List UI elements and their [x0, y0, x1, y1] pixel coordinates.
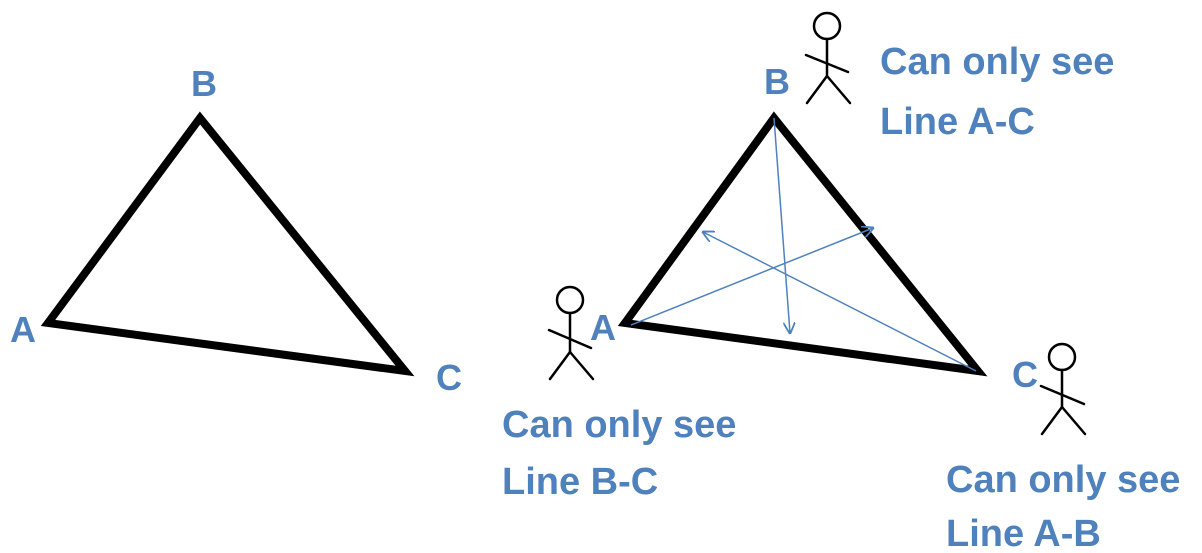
- observer-a: Can only see Line B-C: [502, 285, 736, 503]
- right-vertex-label-b: B: [764, 61, 790, 102]
- left-vertex-label-a: A: [10, 309, 36, 350]
- stick-figure-icon: [1039, 342, 1087, 436]
- sight-arrow-from-c: [703, 232, 977, 372]
- observer-b: Can only see Line A-C: [804, 11, 1114, 143]
- sight-arrow-from-b: [773, 117, 790, 333]
- observer-a-caption-line1: Can only see: [502, 404, 736, 446]
- observer-c-caption-line1: Can only see: [946, 459, 1180, 501]
- observer-a-caption-line2: Line B-C: [502, 461, 658, 503]
- observer-b-caption-line1: Can only see: [880, 41, 1114, 83]
- right-triangle-group: B A C: [590, 61, 1038, 395]
- stick-figure-icon: [804, 11, 852, 105]
- left-vertex-label-c: C: [436, 357, 462, 398]
- observer-c-caption-line2: Line A-B: [946, 513, 1101, 553]
- right-vertex-label-c: C: [1012, 354, 1038, 395]
- observer-c: Can only see Line A-B: [946, 342, 1180, 553]
- right-triangle: [617, 111, 988, 377]
- left-vertex-label-b: B: [191, 63, 217, 104]
- left-triangle-group: B A C: [10, 63, 462, 398]
- sight-arrow-from-a: [630, 228, 873, 326]
- left-triangle: [40, 111, 415, 377]
- sight-lines: [630, 117, 977, 372]
- observer-b-caption-line2: Line A-C: [880, 101, 1035, 143]
- stick-figure-icon: [547, 285, 595, 381]
- right-vertex-label-a: A: [590, 307, 616, 348]
